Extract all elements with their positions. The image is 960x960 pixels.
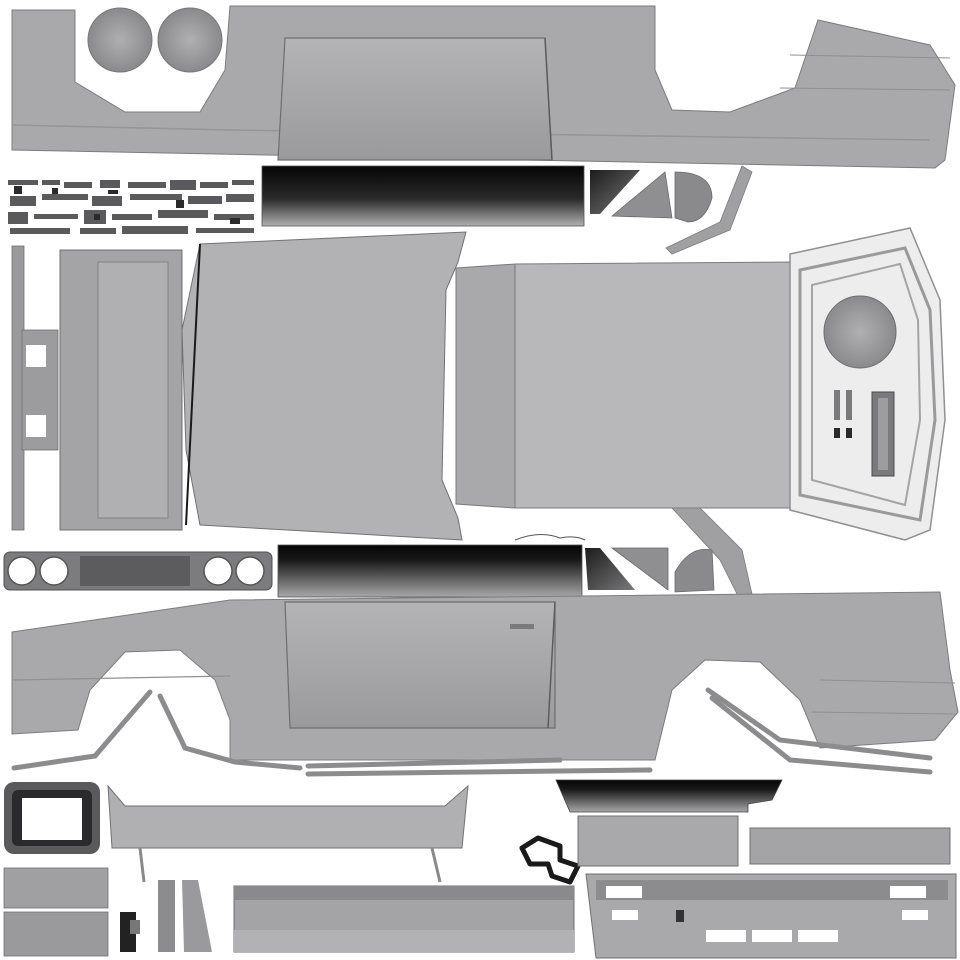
quarter-glass-top-2	[610, 171, 673, 219]
a-pillar-top	[665, 165, 753, 255]
mirror-frame	[4, 782, 100, 854]
side-skirt-2	[749, 827, 951, 865]
quarter-glass-bottom-2	[610, 547, 669, 591]
front-bumper	[585, 873, 957, 959]
decal-cluster	[6, 178, 258, 238]
headlight-strip	[3, 551, 273, 591]
emblem-shape	[519, 835, 581, 885]
window-strip-bottom	[278, 545, 582, 597]
roof-panel	[455, 261, 801, 509]
quarter-glass-bottom-1	[585, 548, 635, 590]
mudflap-right	[3, 911, 109, 957]
mudflap-left	[3, 867, 109, 909]
trunk-lid-panel	[59, 249, 183, 531]
wheel-disc-right	[157, 7, 223, 73]
strut-left	[158, 880, 175, 952]
side-panel-top	[11, 5, 956, 169]
strut-right	[182, 880, 212, 952]
rear-spoiler	[555, 779, 783, 813]
rear-bumper	[107, 784, 469, 883]
small-block-light	[130, 920, 140, 934]
hood-panel	[181, 231, 467, 541]
quarter-glass-top-3	[674, 171, 713, 223]
rear-frame	[789, 227, 946, 541]
quarter-glass-bottom-3	[674, 548, 715, 593]
side-skirt-1	[577, 815, 739, 867]
sill-panel	[233, 885, 575, 953]
side-panel-bottom	[11, 591, 959, 761]
wheel-disc-left	[87, 7, 153, 73]
trim-strips	[11, 687, 933, 777]
quarter-glass-top-1	[590, 170, 640, 214]
side-trim-vertical	[11, 245, 59, 531]
window-strip-top	[262, 166, 584, 226]
